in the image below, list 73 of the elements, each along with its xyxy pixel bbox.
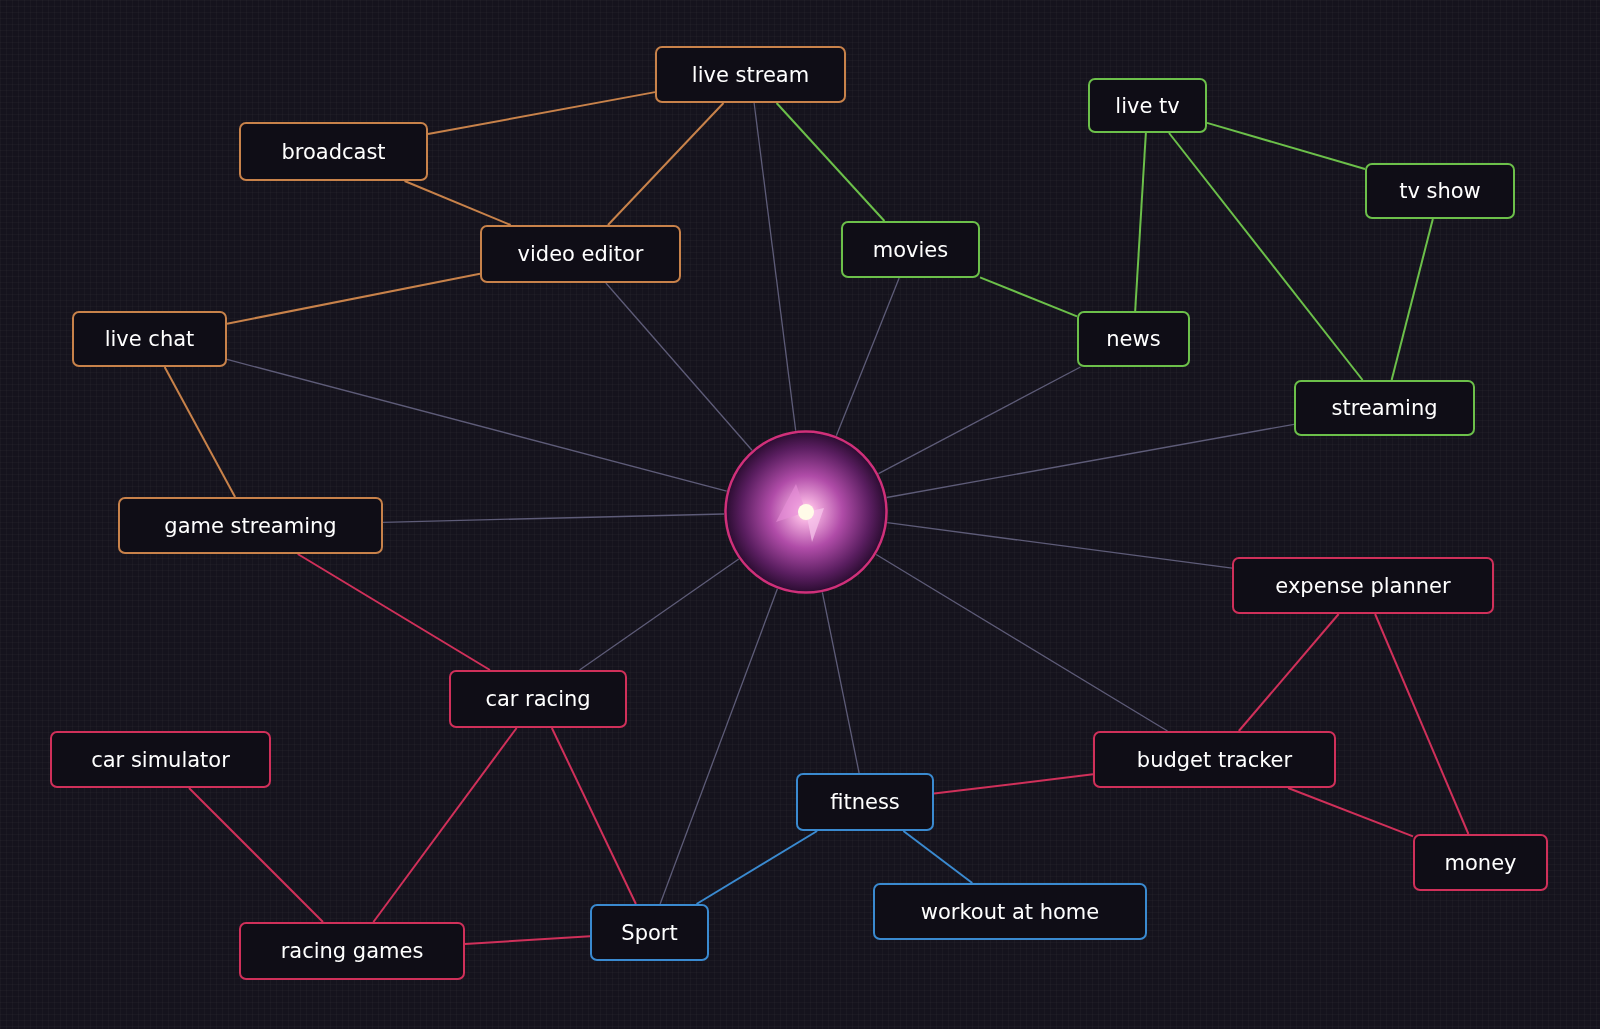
- connector-line: [403, 180, 512, 226]
- label-box: [873, 883, 1147, 940]
- label-box: [239, 922, 465, 980]
- node-label: broadcast: [281, 139, 386, 164]
- node-label: workout at home: [920, 899, 1100, 924]
- connector-line: [1168, 132, 1364, 381]
- node-label: live tv: [1115, 93, 1180, 118]
- connector-line: [1390, 218, 1434, 381]
- connector-line: [886, 423, 1295, 499]
- label-box: [72, 311, 227, 367]
- label-box: [1294, 380, 1475, 436]
- connector-line: [821, 591, 860, 774]
- connector-line: [226, 358, 728, 492]
- connector-line: [1374, 613, 1470, 835]
- label-box: [590, 904, 709, 961]
- node-label: live stream: [691, 62, 810, 87]
- connector-line: [933, 773, 1094, 795]
- node-label: streaming: [1331, 396, 1438, 420]
- node-label: expense planner: [1275, 573, 1451, 598]
- label-box: [655, 46, 846, 103]
- glowing-orb: [724, 430, 888, 594]
- label-box: [1232, 557, 1494, 614]
- label-box: [239, 122, 428, 181]
- connector-line: [464, 935, 591, 945]
- node-label: movies: [872, 237, 949, 262]
- connector-line: [550, 727, 637, 905]
- node-label: game streaming: [164, 513, 337, 538]
- node-label: fitness: [830, 790, 900, 814]
- connector-line: [775, 102, 886, 222]
- label-box: [1413, 834, 1548, 891]
- node-label: car simulator: [91, 747, 230, 772]
- connector-line: [1206, 121, 1366, 171]
- node-label: news: [1106, 327, 1161, 351]
- node-label: budget tracker: [1136, 747, 1293, 772]
- connector-line: [188, 787, 324, 923]
- connector-line: [226, 272, 481, 325]
- label-box: [1093, 731, 1336, 788]
- node-label: racing games: [280, 939, 424, 963]
- label-box: [449, 670, 627, 728]
- label-box: [1365, 163, 1515, 219]
- node-label: car racing: [485, 687, 591, 711]
- connector-line: [605, 282, 753, 451]
- connector-line: [163, 366, 237, 498]
- connector-line: [578, 558, 740, 671]
- connector-line: [659, 588, 779, 905]
- label-box: [1077, 311, 1190, 367]
- connector-line: [835, 277, 900, 437]
- label-box: [118, 497, 383, 554]
- connector-line: [606, 102, 725, 226]
- connector-line: [695, 830, 819, 905]
- connector-line: [753, 102, 797, 432]
- node-label: money: [1444, 850, 1517, 875]
- label-box: [50, 731, 271, 788]
- node-label: Sport: [621, 920, 678, 945]
- connector-line: [886, 522, 1233, 569]
- connector-line: [427, 91, 656, 136]
- connector-line: [1237, 613, 1340, 732]
- node-label: tv show: [1399, 179, 1481, 203]
- connector-line: [372, 727, 518, 923]
- connector-line: [1287, 787, 1414, 838]
- node-label: video editor: [517, 242, 644, 266]
- connector-line: [877, 366, 1082, 475]
- connector-line: [979, 276, 1078, 318]
- label-box: [1088, 78, 1207, 133]
- connector-line: [296, 553, 491, 671]
- connector-line: [1134, 132, 1147, 312]
- label-box: [841, 221, 980, 278]
- label-box: [480, 225, 681, 283]
- node-label: live chat: [104, 327, 195, 351]
- connector-line: [382, 513, 725, 523]
- label-box: [796, 773, 934, 831]
- connector-line: [902, 830, 974, 884]
- connector-line: [875, 553, 1169, 732]
